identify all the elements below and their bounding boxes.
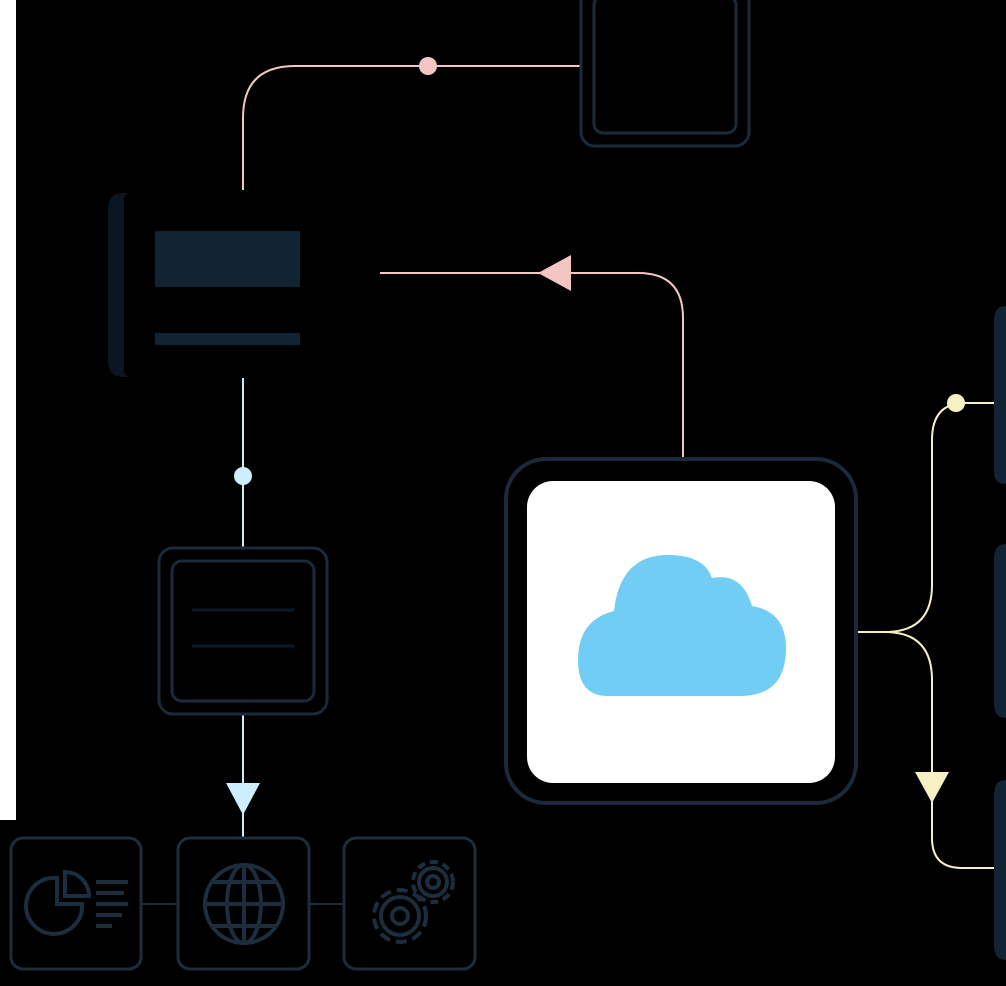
arrow-down-marker xyxy=(915,772,949,803)
connector-dot xyxy=(234,467,252,485)
right-lower-panel xyxy=(994,780,1006,960)
arrow-left-marker xyxy=(538,255,571,291)
globe-tile[interactable] xyxy=(176,836,311,971)
connector-list-to-globe xyxy=(226,714,260,838)
connector-dot xyxy=(947,394,965,412)
settings-tile[interactable] xyxy=(342,836,477,971)
form-line-bar xyxy=(155,333,300,345)
right-upper-panel xyxy=(994,306,1006,484)
globe-icon xyxy=(203,863,285,945)
connector-cloud-to-form xyxy=(380,255,684,458)
top-square-node xyxy=(579,0,751,148)
gears-icon xyxy=(372,860,455,944)
connector-cloud-to-right xyxy=(857,394,1000,869)
arrow-down-marker xyxy=(226,783,260,815)
form-header-bar xyxy=(155,231,300,287)
right-middle-panel xyxy=(994,544,1006,718)
list-panel-node xyxy=(157,546,329,716)
analytics-tile[interactable] xyxy=(9,836,143,971)
cloud-hub-node[interactable] xyxy=(504,457,858,805)
connector-form-to-top xyxy=(242,57,582,190)
left-white-strip xyxy=(0,0,16,820)
connector-form-to-list xyxy=(234,378,252,548)
cloud-icon xyxy=(578,555,787,696)
pie-chart-icon xyxy=(24,869,128,936)
connector-dot xyxy=(419,57,437,75)
form-panel-node xyxy=(108,193,380,377)
